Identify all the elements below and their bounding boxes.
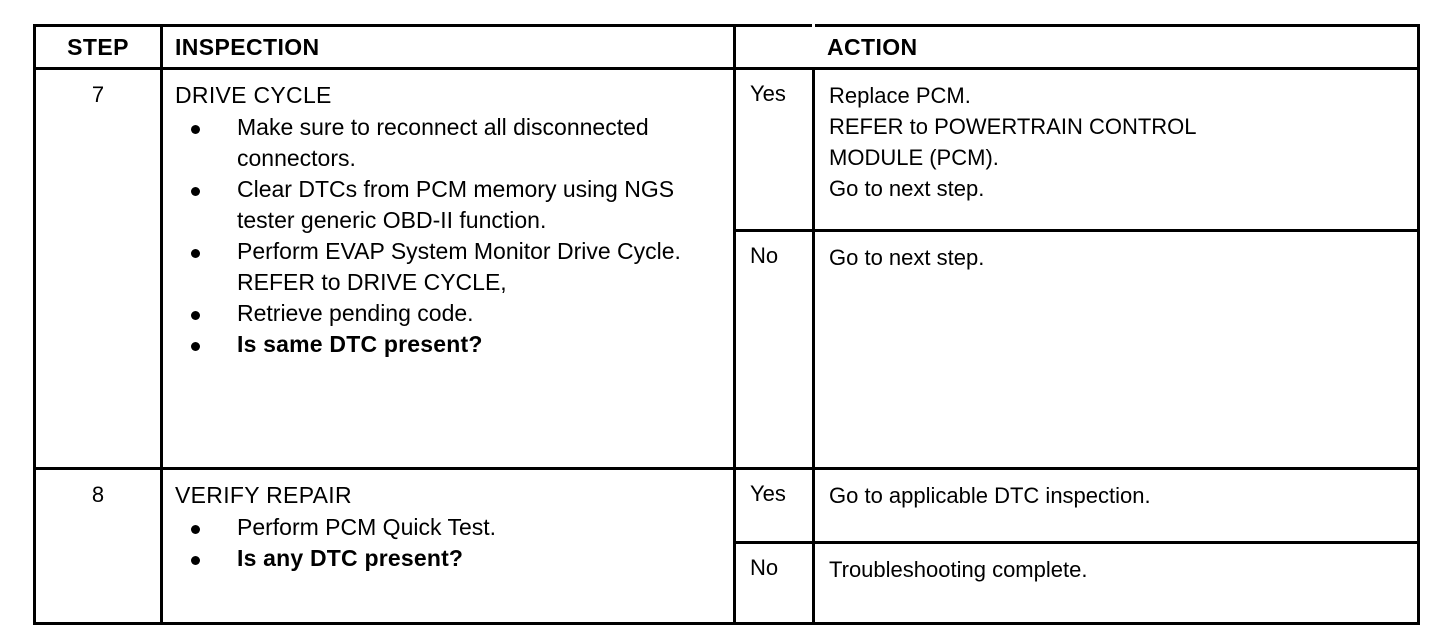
list-item: Make sure to reconnect all disconnected … — [175, 112, 725, 174]
action-line: MODULE (PCM). — [829, 145, 999, 170]
list-item-question: Is any DTC present? — [175, 543, 725, 574]
result-label-yes: Yes — [733, 67, 815, 232]
list-item: Clear DTCs from PCM memory using NGS tes… — [175, 174, 725, 236]
result-label-yes: Yes — [733, 467, 815, 544]
table-row: No Go to next step. — [35, 229, 1420, 470]
action-line: REFER to POWERTRAIN CONTROL — [829, 114, 1197, 139]
inspection-cell: VERIFY REPAIR Perform PCM Quick Test. Is… — [160, 467, 736, 625]
diagnostic-procedure-table: STEP INSPECTION ACTION 7 DRIVE CYCLE Mak… — [33, 24, 1420, 625]
action-cell: Go to next step. — [812, 229, 1420, 470]
table-header: STEP INSPECTION ACTION — [33, 24, 1420, 70]
inspection-heading: DRIVE CYCLE — [175, 82, 332, 108]
column-header-action: ACTION — [812, 24, 1420, 70]
result-label-no: No — [733, 229, 815, 470]
list-item: Perform PCM Quick Test. — [175, 512, 725, 543]
table-body: 7 DRIVE CYCLE Make sure to reconnect all… — [33, 67, 1420, 625]
action-line: Go to applicable DTC inspection. — [829, 483, 1151, 508]
inspection-cell: DRIVE CYCLE Make sure to reconnect all d… — [160, 67, 736, 470]
inspection-bullet-list: Make sure to reconnect all disconnected … — [175, 112, 725, 360]
table-row: 7 DRIVE CYCLE Make sure to reconnect all… — [33, 67, 1420, 470]
column-header-step: STEP — [33, 24, 163, 70]
step-number-cell: 8 — [33, 467, 163, 625]
list-item: Perform EVAP System Monitor Drive Cycle. — [175, 236, 725, 267]
inspection-heading: VERIFY REPAIR — [175, 482, 352, 508]
table-row: 8 VERIFY REPAIR Perform PCM Quick Test. … — [33, 467, 1420, 625]
list-item-question: Is same DTC present? — [175, 329, 725, 360]
action-cell: Go to applicable DTC inspection. — [812, 467, 1420, 544]
column-header-result — [733, 24, 815, 70]
inspection-bullet-list: Perform PCM Quick Test. Is any DTC prese… — [175, 512, 725, 574]
action-cell: Troubleshooting complete. — [812, 541, 1420, 625]
list-item-continuation: REFER to DRIVE CYCLE, — [237, 269, 507, 295]
column-header-inspection: INSPECTION — [160, 24, 736, 70]
header-row: STEP INSPECTION ACTION — [33, 24, 1420, 70]
action-cell: Replace PCM. REFER to POWERTRAIN CONTROL… — [812, 67, 1420, 232]
step-number-cell: 7 — [33, 67, 163, 470]
action-line: Replace PCM. — [829, 83, 971, 108]
list-item: Retrieve pending code. — [175, 298, 725, 329]
action-line: Go to next step. — [829, 245, 985, 270]
result-label-no: No — [733, 541, 815, 625]
action-line: Go to next step. — [829, 176, 985, 201]
page-canvas: STEP INSPECTION ACTION 7 DRIVE CYCLE Mak… — [33, 24, 1420, 625]
